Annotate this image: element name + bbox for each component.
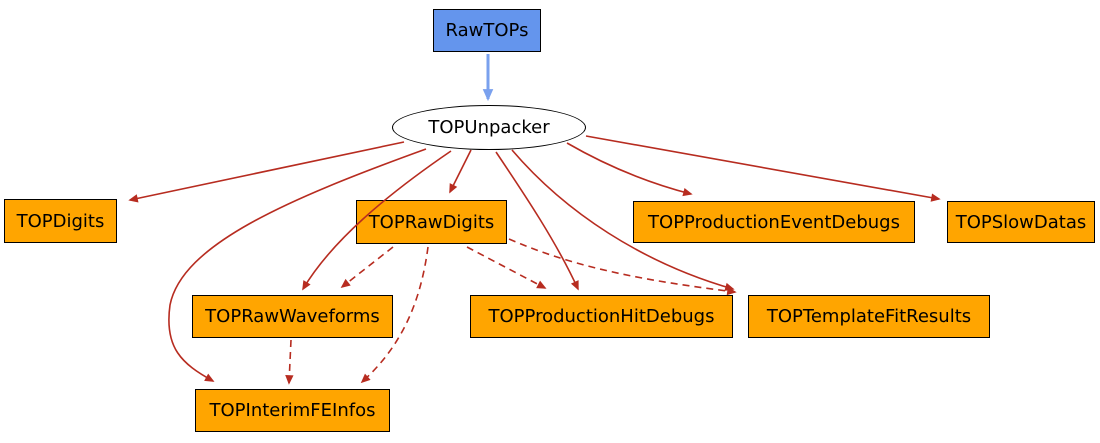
node-topslowdatas[interactable]: TOPSlowDatas xyxy=(947,201,1095,243)
node-topunpacker[interactable]: TOPUnpacker xyxy=(392,105,586,150)
node-topslowdatas-label: TOPSlowDatas xyxy=(955,211,1087,233)
node-rawtops-label: RawTOPs xyxy=(445,20,529,41)
node-topinterimfeinfos-label: TOPInterimFEInfos xyxy=(209,400,376,421)
edge-toprawdigits-toptemplatefitresults xyxy=(508,238,737,296)
node-toptemplatefitresults-label: TOPTemplateFitResults xyxy=(766,306,972,327)
edge-toprawdigits-toprawwaveforms xyxy=(340,246,394,289)
node-toprawwaveforms-label: TOPRawWaveforms xyxy=(205,306,380,327)
edge-topunpacker-toprawdigits xyxy=(449,149,472,194)
node-toprawdigits-label: TOPRawDigits xyxy=(368,211,495,233)
node-topinterimfeinfos[interactable]: TOPInterimFEInfos xyxy=(195,389,390,432)
edge-topunpacker-topinterimfeinfos xyxy=(168,148,427,382)
node-toprawdigits[interactable]: TOPRawDigits xyxy=(356,200,507,244)
edge-topunpacker-topproductioneventdebugs xyxy=(566,142,693,197)
node-topdigits[interactable]: TOPDigits xyxy=(4,199,117,243)
node-topunpacker-label: TOPUnpacker xyxy=(428,117,550,138)
edge-topunpacker-topdigits xyxy=(128,141,405,203)
edge-topunpacker-topslowdatas xyxy=(585,135,941,202)
node-topproductionhitdebugs-label: TOPProductionHitDebugs xyxy=(488,306,715,327)
node-toprawwaveforms[interactable]: TOPRawWaveforms xyxy=(192,295,393,338)
node-topproductioneventdebugs[interactable]: TOPProductionEventDebugs xyxy=(633,201,915,243)
node-rawtops[interactable]: RawTOPs xyxy=(433,9,541,52)
node-topproductionhitdebugs[interactable]: TOPProductionHitDebugs xyxy=(470,295,733,338)
edge-toprawdigits-topproductionhitdebugs xyxy=(466,246,547,289)
edge-topunpacker-topproductionhitdebugs xyxy=(495,151,579,291)
edge-toprawwaveforms-topinterimfeinfos xyxy=(285,339,294,385)
node-topdigits-label: TOPDigits xyxy=(16,210,105,232)
node-topproductioneventdebugs-label: TOPProductionEventDebugs xyxy=(648,211,900,233)
node-toptemplatefitresults[interactable]: TOPTemplateFitResults xyxy=(748,295,990,338)
